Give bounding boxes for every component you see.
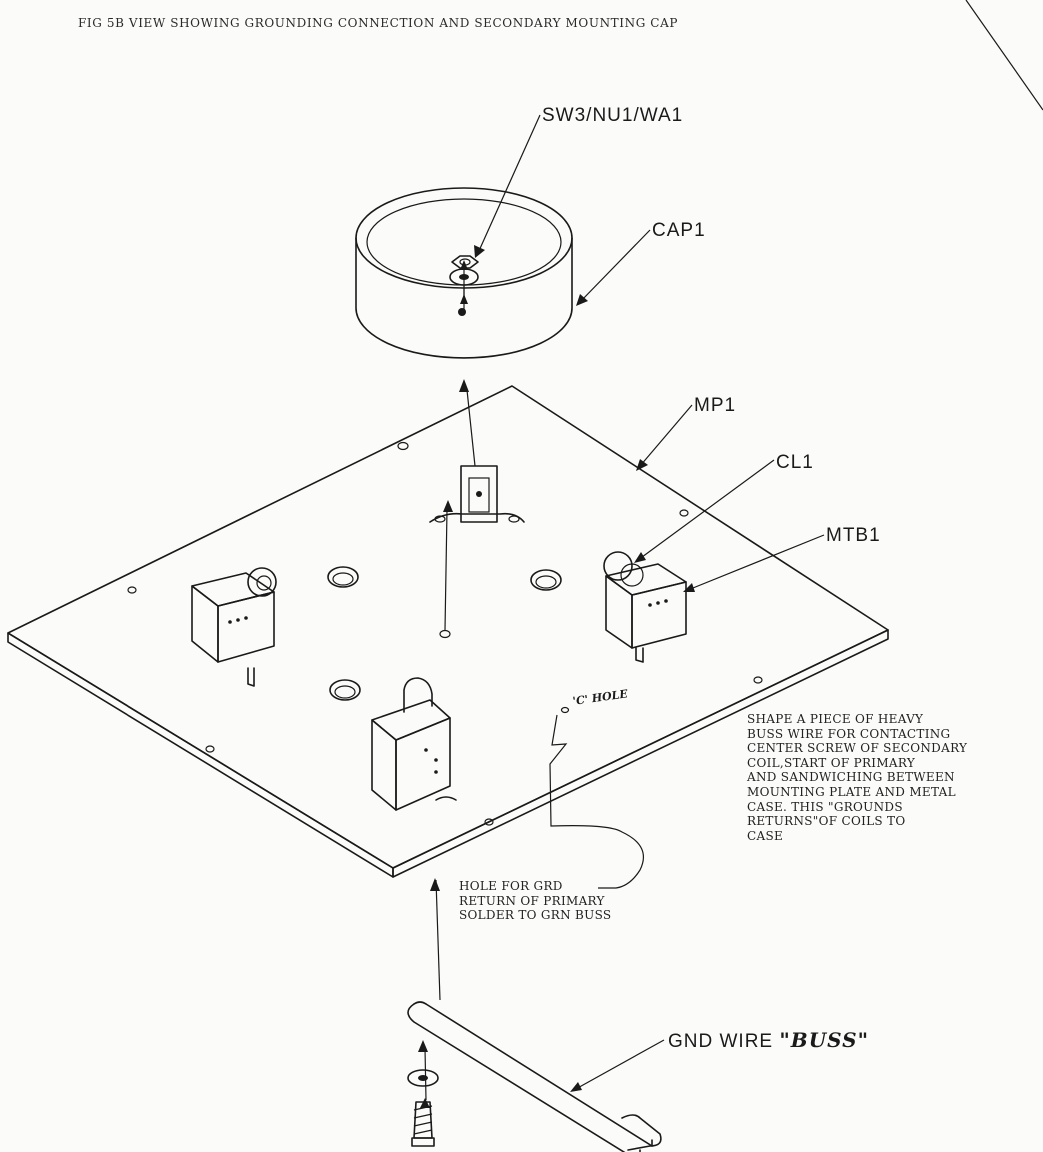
sw-nut-washer-label: SW3/NU1/WA1 <box>542 105 684 126</box>
figure-caption: FIG 5B VIEW SHOWING GROUNDING CONNECTION… <box>78 16 679 30</box>
buss-wire-note-line: RETURNS"OF COILS TO <box>747 814 906 829</box>
mounting-plate-label: MP1 <box>694 395 737 416</box>
gnd-wire-prefix: GND WIRE <box>668 1031 774 1052</box>
gnd-wire-label: GND WIRE "BUSS" <box>668 1030 869 1051</box>
buss-wire-note-line: CENTER SCREW OF SECONDARY <box>747 741 968 756</box>
buss-wire-note-line: COIL,START OF PRIMARY <box>747 755 916 770</box>
buss-wire-note-line: SHAPE A PIECE OF HEAVY <box>747 712 924 726</box>
grd-hole-note-line: HOLE FOR GRD <box>459 879 563 893</box>
plate-holes <box>127 441 763 826</box>
assembly-arrows <box>418 260 476 1108</box>
plate-large-holes <box>327 566 562 701</box>
buss-wire-note-line: CASE <box>747 828 784 843</box>
left-terminal-block <box>191 567 277 687</box>
right-terminal-block <box>603 551 687 663</box>
grd-hole-note-line: RETURN OF PRIMARY <box>459 893 605 908</box>
terminal-block-label: MTB1 <box>826 525 881 546</box>
gnd-buss-wire <box>407 1001 662 1152</box>
buss-wire-note-line: AND SANDWICHING BETWEEN <box>747 770 955 785</box>
lower-terminal-block <box>371 677 457 811</box>
buss-wire-note-line: BUSS WIRE FOR CONTACTING <box>747 726 951 741</box>
grd-hole-note-line: SOLDER TO GRN BUSS <box>459 908 612 923</box>
clip-label: CL1 <box>776 452 814 473</box>
gnd-wire-buss: "BUSS" <box>779 1028 870 1052</box>
buss-wire-note-line: MOUNTING PLATE AND METAL <box>747 784 956 799</box>
buss-wire-note: SHAPE A PIECE OF HEAVY BUSS WIRE FOR CON… <box>747 712 967 843</box>
cap-label: CAP1 <box>652 220 706 241</box>
leader-lines <box>474 114 825 1092</box>
grd-hole-note: HOLE FOR GRD RETURN OF PRIMARY SOLDER TO… <box>459 879 611 923</box>
c-hole-ground-lead <box>549 714 644 889</box>
washer-and-screw <box>407 1069 439 1147</box>
buss-wire-note-line: CASE. THIS "GROUNDS <box>747 799 903 814</box>
mounting-plate <box>7 385 889 878</box>
c-hole-mark <box>560 706 570 714</box>
corner-line <box>965 0 1043 111</box>
center-bracket <box>429 465 525 523</box>
